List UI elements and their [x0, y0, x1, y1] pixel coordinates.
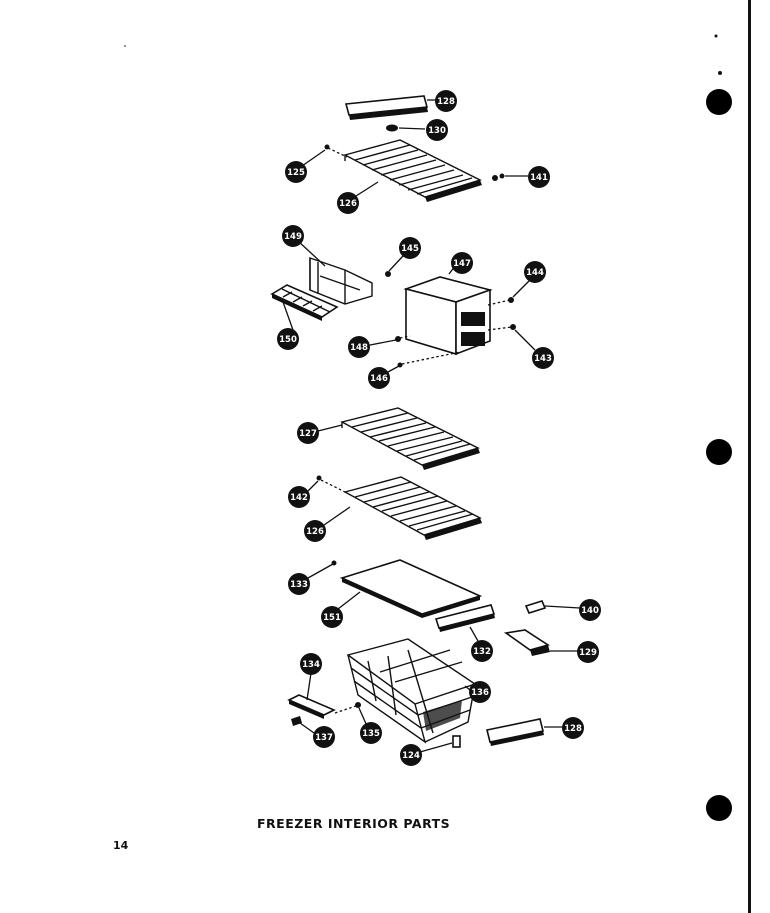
callout-141: 141 [528, 166, 550, 188]
svg-text:132: 132 [473, 647, 491, 657]
svg-text:141: 141 [530, 173, 548, 183]
svg-text:142: 142 [290, 493, 308, 503]
callout-128: 128 [562, 717, 584, 739]
cover-panel-part [339, 559, 483, 618]
callout-143: 143 [532, 347, 554, 369]
svg-text:125: 125 [287, 168, 305, 178]
callout-148: 148 [348, 336, 370, 358]
punch-hole [706, 439, 732, 465]
rail-part [287, 694, 336, 719]
svg-text:140: 140 [581, 606, 599, 616]
page-title: FREEZER INTERIOR PARTS [257, 816, 451, 831]
svg-text:146: 146 [370, 374, 388, 384]
callout-140: 140 [579, 599, 601, 621]
trim-strip-part [344, 95, 429, 120]
svg-text:129: 129 [579, 648, 597, 658]
callout-151: 151 [321, 606, 343, 628]
wire-shelf-part [343, 139, 482, 202]
clip-part [386, 124, 398, 132]
callout-149: 149 [282, 225, 304, 247]
svg-text:148: 148 [350, 343, 368, 353]
svg-text:151: 151 [323, 613, 341, 623]
page-number: 14 [113, 839, 129, 852]
callout-133: 133 [288, 573, 310, 595]
svg-text:149: 149 [284, 232, 302, 242]
callout-126: 126 [337, 192, 359, 214]
callout-144: 144 [524, 261, 546, 283]
callout-150: 150 [277, 328, 299, 350]
wire-shelf-part [340, 407, 480, 470]
callout-129: 129 [577, 641, 599, 663]
svg-text:128: 128 [437, 97, 455, 107]
ice-bin-box-part [403, 276, 493, 356]
ice-tray-part [270, 284, 339, 321]
callout-127: 127 [297, 422, 319, 444]
svg-text:126: 126 [306, 527, 324, 537]
callout-125: 125 [285, 161, 307, 183]
svg-text:147: 147 [453, 259, 471, 269]
latch-part [452, 735, 461, 748]
callout-128: 128 [435, 90, 457, 112]
punch-hole [706, 795, 732, 821]
callout-136: 136 [469, 681, 491, 703]
callout-132: 132 [471, 640, 493, 662]
svg-text:126: 126 [339, 199, 357, 209]
callout-135: 135 [360, 722, 382, 744]
svg-text:130: 130 [428, 126, 446, 136]
small-clip-part [524, 600, 547, 614]
svg-text:150: 150 [279, 335, 297, 345]
trim-strip-part [486, 718, 544, 746]
binder-edge-line [748, 0, 751, 913]
support-part [503, 629, 550, 656]
svg-text:133: 133 [290, 580, 308, 590]
svg-text:135: 135 [362, 729, 380, 739]
svg-text:124: 124 [402, 751, 420, 761]
svg-text:145: 145 [401, 244, 419, 254]
svg-text:137: 137 [315, 733, 333, 743]
callout-146: 146 [368, 367, 390, 389]
trim-strip-part [434, 604, 496, 632]
callout-124: 124 [400, 744, 422, 766]
callout-137: 137 [313, 726, 335, 748]
wire-shelf-part [343, 476, 482, 540]
callout-145: 145 [399, 237, 421, 259]
punch-hole [706, 89, 732, 115]
callout-147: 147 [451, 252, 473, 274]
callout-126: 126 [304, 520, 326, 542]
svg-text:144: 144 [526, 268, 544, 278]
svg-text:143: 143 [534, 354, 552, 364]
callout-134: 134 [300, 653, 322, 675]
callout-130: 130 [426, 119, 448, 141]
svg-text:127: 127 [299, 429, 317, 439]
svg-text:128: 128 [564, 724, 582, 734]
bracket-part [309, 257, 373, 305]
svg-text:134: 134 [302, 660, 320, 670]
svg-text:136: 136 [471, 688, 489, 698]
callout-142: 142 [288, 486, 310, 508]
